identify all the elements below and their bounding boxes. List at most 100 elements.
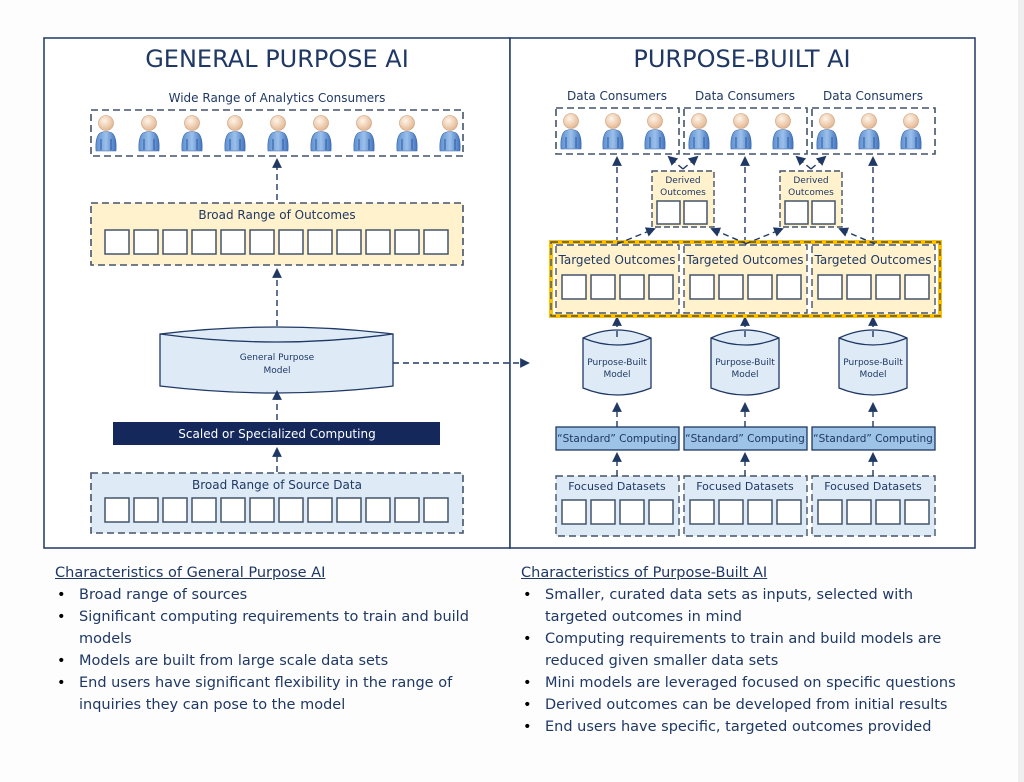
outcome-square (191, 229, 217, 255)
targeted-square (590, 274, 616, 300)
characteristic-item: Computing requirements to train and buil… (523, 628, 961, 672)
characteristic-item: End users have specific, targeted outcom… (523, 716, 961, 738)
source-square (336, 497, 362, 523)
dataset-square (648, 499, 674, 525)
derived-label-2: Outcomes (788, 188, 834, 198)
dataset-square (776, 499, 802, 525)
derived-label-1: Derived (793, 176, 828, 186)
general-source-squares (104, 497, 449, 523)
source-square (278, 497, 304, 523)
purpose-model-top (838, 337, 908, 346)
outcome-square (365, 229, 391, 255)
general-characteristics-heading: Characteristics of General Purpose AI (55, 565, 326, 581)
outcome-square (220, 229, 246, 255)
arrow-derived-to-consumers-left (795, 155, 812, 170)
derived-square (656, 200, 681, 225)
general-consumers-label: Wide Range of Analytics Consumers (169, 91, 386, 105)
outcome-square (162, 229, 188, 255)
source-square (307, 497, 333, 523)
targeted-square (904, 274, 930, 300)
outcome-square (249, 229, 275, 255)
targeted-square (817, 274, 843, 300)
source-square (133, 497, 159, 523)
purpose-model-shape (838, 329, 908, 396)
purpose-characteristics-heading: Characteristics of Purpose-Built AI (521, 565, 768, 581)
data-consumers-box (555, 107, 680, 155)
data-consumers-box (683, 107, 808, 155)
derived-label-1: Derived (665, 176, 700, 186)
general-source-label: Broad Range of Source Data (192, 478, 362, 492)
data-consumers-label: Data Consumers (823, 89, 923, 103)
targeted-square (619, 274, 645, 300)
arrow-targeted-to-derived-left (744, 227, 784, 245)
targeted-square (846, 274, 872, 300)
scaled-computing-label: Scaled or Specialized Computing (178, 427, 375, 441)
arrow-targeted-to-derived-right (838, 227, 876, 245)
general-characteristics-list: Broad range of sourcesSignificant comput… (55, 584, 505, 716)
targeted-outcomes-label: Targeted Outcomes (814, 253, 932, 267)
dataset-square (747, 499, 773, 525)
source-square (365, 497, 391, 523)
general-outcomes-label: Broad Range of Outcomes (198, 208, 355, 222)
dataset-square (590, 499, 616, 525)
purpose-characteristics: Characteristics of Purpose-Built AI Smal… (521, 562, 961, 738)
general-characteristics: Characteristics of General Purpose AI Br… (55, 562, 505, 716)
purpose-model-label-2: Model (859, 370, 886, 380)
source-square (249, 497, 275, 523)
purpose-title: PURPOSE-BUILT AI (633, 45, 850, 73)
general-title: GENERAL PURPOSE AI (145, 45, 409, 73)
dataset-square (561, 499, 587, 525)
targeted-highlight-frame (549, 240, 942, 318)
characteristic-item: Broad range of sources (57, 584, 505, 606)
dataset-square (875, 499, 901, 525)
targeted-square (776, 274, 802, 300)
dataset-square (817, 499, 843, 525)
purpose-model-label-2: Model (603, 370, 630, 380)
arrow-targeted-to-derived-left (616, 227, 656, 245)
source-square (162, 497, 188, 523)
derived-square (811, 200, 836, 225)
outcome-square (423, 229, 449, 255)
general-model-label-1: General Purpose (240, 353, 315, 363)
derived-label-2: Outcomes (660, 188, 706, 198)
outcome-square (394, 229, 420, 255)
focused-datasets-label: Focused Datasets (568, 480, 666, 493)
purpose-model-top (710, 337, 780, 346)
source-square (423, 497, 449, 523)
general-model-label-2: Model (263, 366, 290, 376)
data-consumers-label: Data Consumers (695, 89, 795, 103)
purpose-model-label-1: Purpose-Built (715, 358, 775, 368)
scaled-computing-box (113, 422, 440, 445)
purpose-model-shape (582, 329, 652, 396)
focused-datasets-label: Focused Datasets (696, 480, 794, 493)
dataset-square (718, 499, 744, 525)
scrollbar[interactable] (1018, 0, 1024, 782)
derived-square (784, 200, 809, 225)
source-square (104, 497, 130, 523)
targeted-square (747, 274, 773, 300)
standard-computing-label: “Standard” Computing (557, 433, 677, 445)
characteristic-item: Significant computing requirements to tr… (57, 606, 505, 650)
data-consumers-label: Data Consumers (567, 89, 667, 103)
outcome-square (278, 229, 304, 255)
targeted-square (561, 274, 587, 300)
arrow-derived-to-consumers-left (667, 155, 684, 170)
standard-computing-label: “Standard” Computing (813, 433, 933, 445)
targeted-square (648, 274, 674, 300)
outcome-square (307, 229, 333, 255)
dataset-square (904, 499, 930, 525)
purpose-model-label-1: Purpose-Built (587, 358, 647, 368)
focused-datasets-label: Focused Datasets (824, 480, 922, 493)
targeted-outcomes-label: Targeted Outcomes (686, 253, 804, 267)
source-square (191, 497, 217, 523)
characteristic-item: Mini models are leveraged focused on spe… (523, 672, 961, 694)
arrow-derived-to-consumers-right (810, 155, 827, 170)
targeted-outcomes-label: Targeted Outcomes (558, 253, 676, 267)
characteristic-item: End users have significant flexibility i… (57, 672, 505, 716)
